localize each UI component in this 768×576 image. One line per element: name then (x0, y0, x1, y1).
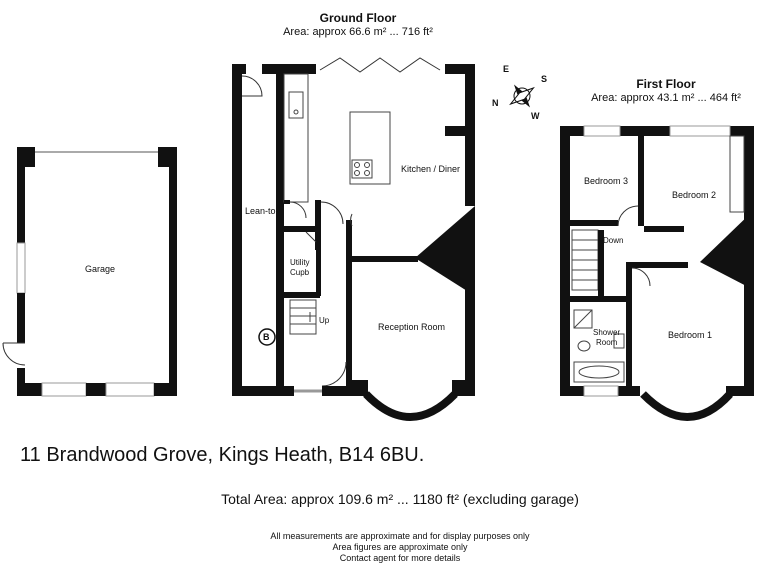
shower-label: Shower (593, 328, 621, 337)
bedroom-2-label: Bedroom 2 (672, 190, 717, 200)
utility-label: Utility (290, 258, 310, 267)
ground-floor-title: Ground Floor (319, 11, 397, 25)
garage-front-window-1 (41, 382, 87, 397)
boiler-label: B (263, 332, 270, 342)
first-floor-area: Area: approx 43.1 m² ... 464 ft² (591, 92, 741, 104)
compass-n: N (492, 98, 499, 108)
compass-w: W (531, 111, 540, 121)
total-area: Total Area: approx 109.6 m² ... 1180 ft²… (221, 491, 579, 507)
disclaimer-line-3: Contact agent for more details (339, 553, 461, 563)
compass-e: E (503, 64, 510, 74)
garage-front-window-2 (105, 382, 155, 397)
shower-room-label: Room (596, 338, 618, 347)
first-floor-title: First Floor (636, 77, 696, 91)
first-floor-plan (560, 125, 754, 421)
ground-floor-plan (232, 57, 475, 421)
disclaimer-line-2: Area figures are approximate only (332, 542, 468, 552)
property-address: 11 Brandwood Grove, Kings Heath, B14 6BU… (20, 444, 425, 466)
stairs-up-label: Up (319, 316, 330, 325)
compass-s: S (541, 74, 548, 84)
reception-room-label: Reception Room (378, 322, 446, 332)
compass-rose (509, 84, 535, 108)
stairs-down-label: Down (603, 236, 624, 245)
bedroom-3-label: Bedroom 3 (584, 176, 629, 186)
lean-to-label: Lean-to (245, 206, 276, 216)
kitchen-diner-label: Kitchen / Diner (401, 164, 461, 174)
bedroom-1-label: Bedroom 1 (668, 330, 713, 340)
cupboard-label: Cupb (290, 268, 310, 277)
ground-floor-area: Area: approx 66.6 m² ... 716 ft² (283, 26, 433, 38)
garage-label: Garage (85, 264, 116, 274)
garage-side-window (16, 242, 26, 294)
garage-plan (2, 147, 177, 397)
garage-side-door-swing (2, 342, 26, 366)
disclaimer-line-1: All measurements are approximate and for… (270, 531, 530, 541)
